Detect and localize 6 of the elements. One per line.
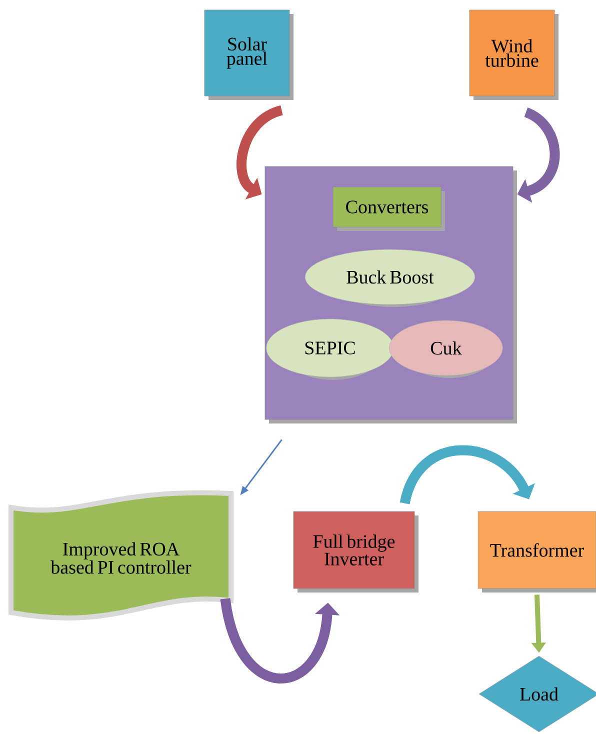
process-box: Transformer bbox=[478, 511, 596, 592]
source-box: Solar panel bbox=[204, 10, 294, 100]
heading-box: Converters bbox=[332, 186, 445, 231]
process-box: Full bridge Inverter bbox=[293, 511, 418, 592]
source-box: Wind turbine bbox=[469, 10, 558, 100]
arrow bbox=[400, 445, 536, 505]
